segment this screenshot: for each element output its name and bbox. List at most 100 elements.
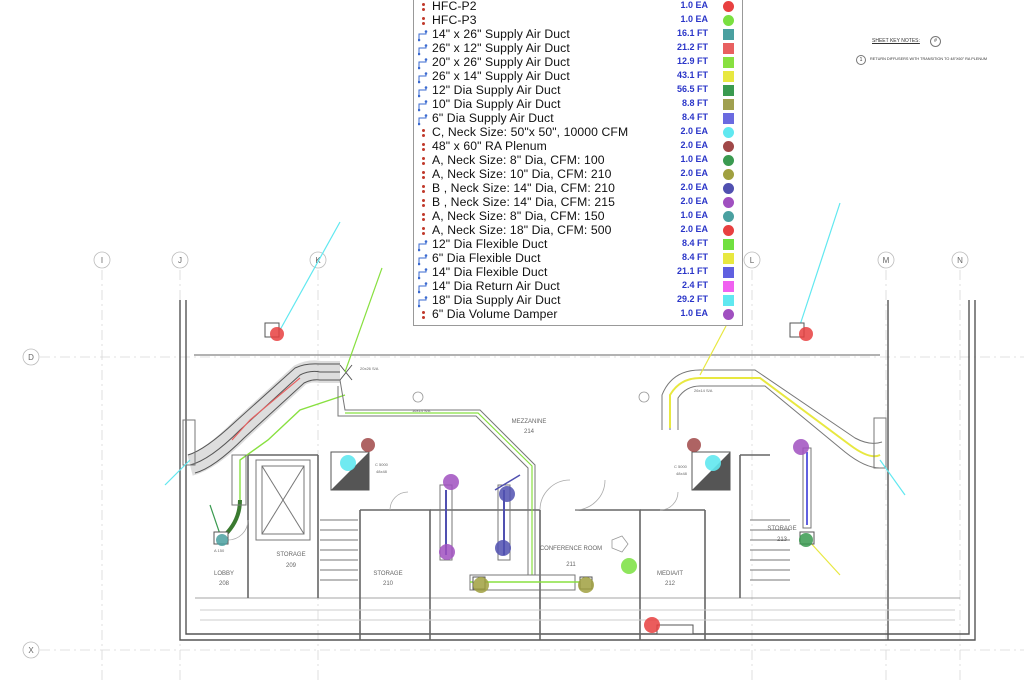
legend-row[interactable]: 10" Dia Supply Air Duct 8.8 FT — [414, 97, 744, 112]
legend-row[interactable]: A, Neck Size: 18" Dia, CFM: 500 2.0 EA — [414, 223, 744, 238]
legend-row[interactable]: 12" Dia Supply Air Duct 56.5 FT — [414, 83, 744, 98]
marker-hfc-p3 — [621, 558, 637, 574]
duct-run-green-left — [239, 394, 346, 500]
duct-run-red — [231, 377, 301, 441]
grid-bubble-n — [951, 251, 969, 269]
legend-row[interactable]: 26" x 14" Supply Air Duct 43.1 FT — [414, 69, 744, 84]
legend-row[interactable]: 6" Dia Volume Damper 1.0 EA — [414, 307, 744, 322]
legend-qty: 8.4 FT — [681, 238, 708, 248]
legend-qty: 8.8 FT — [681, 98, 708, 108]
legend-label: 6" Dia Supply Air Duct — [432, 111, 554, 125]
marker-a-8-dia-100 — [799, 533, 813, 547]
legend-row[interactable]: HFC-P3 1.0 EA — [414, 13, 744, 28]
leader-cyan-lower — [164, 459, 191, 486]
legend-row[interactable]: 18" Dia Supply Air Duct 29.2 FT — [414, 293, 744, 308]
legend-qty: 12.9 FT — [676, 56, 708, 66]
legend-label: 26" x 12" Supply Air Duct — [432, 41, 570, 55]
branch-line-blue — [494, 474, 521, 491]
legend-row[interactable]: 6" Dia Flexible Duct 8.4 FT — [414, 251, 744, 266]
point-icon — [418, 211, 428, 223]
polyline-icon — [417, 57, 428, 70]
legend-label: 12" Dia Supply Air Duct — [432, 83, 561, 97]
leader-cyan-left — [279, 221, 341, 331]
marker-ra-plenum-left — [361, 438, 375, 452]
legend-row[interactable]: A, Neck Size: 8" Dia, CFM: 150 1.0 EA — [414, 209, 744, 224]
plan-markers — [216, 327, 813, 633]
legend-row[interactable]: 20" x 26" Supply Air Duct 12.9 FT — [414, 55, 744, 70]
grid-label-i: I — [101, 256, 103, 265]
point-icon — [418, 141, 428, 153]
legend-label: 18" Dia Supply Air Duct — [432, 293, 561, 307]
legend-swatch — [723, 71, 734, 82]
marker-volume-damper — [793, 439, 809, 455]
legend-row[interactable]: A, Neck Size: 10" Dia, CFM: 210 2.0 EA — [414, 167, 744, 182]
room-num-storage-209: 209 — [286, 563, 297, 569]
polyline-icon — [417, 99, 428, 112]
legend-swatch — [723, 211, 734, 222]
room-num-mezzanine: 214 — [524, 429, 535, 435]
polyline-icon — [417, 239, 428, 252]
legend-row[interactable]: 14" Dia Flexible Duct 21.1 FT — [414, 265, 744, 280]
diffuser-size-c-right: 48x48 — [676, 471, 688, 476]
legend-qty: 21.1 FT — [676, 266, 708, 276]
legend-swatch — [723, 267, 734, 278]
legend-swatch — [723, 295, 734, 306]
legend-row[interactable]: 14" x 26" Supply Air Duct 16.1 FT — [414, 27, 744, 42]
point-icon — [418, 15, 428, 27]
legend-qty: 2.0 EA — [680, 126, 708, 136]
legend-swatch — [723, 225, 734, 236]
legend-row[interactable]: C, Neck Size: 50"x 50", 10000 CFM 2.0 EA — [414, 125, 744, 140]
point-icon — [418, 225, 428, 237]
grid-label-j: J — [178, 256, 182, 265]
legend-row[interactable]: B , Neck Size: 14" Dia, CFM: 215 2.0 EA — [414, 195, 744, 210]
legend-label: 14" Dia Flexible Duct — [432, 265, 548, 279]
legend-qty: 2.4 FT — [681, 280, 708, 290]
grid-label-d: D — [28, 353, 34, 362]
grid-bubble-j — [171, 251, 189, 269]
legend-qty: 16.1 FT — [676, 28, 708, 38]
point-icon — [418, 197, 428, 209]
legend-label: A, Neck Size: 8" Dia, CFM: 150 — [432, 209, 605, 223]
grid-label-n: N — [957, 256, 963, 265]
legend-label: 14" Dia Return Air Duct — [432, 279, 560, 293]
legend-qty: 2.0 EA — [680, 168, 708, 178]
legend-swatch — [723, 169, 734, 180]
legend-row[interactable]: HFC-P2 1.0 EA — [414, 0, 744, 14]
legend-qty: 1.0 EA — [680, 14, 708, 24]
marker-hfc-p2-right — [799, 327, 813, 341]
room-name-storage-210: STORAGE — [373, 571, 402, 577]
room-name-mediait: MEDIA/IT — [657, 571, 683, 577]
legend-row[interactable]: B , Neck Size: 14" Dia, CFM: 210 2.0 EA — [414, 181, 744, 196]
note-text: RETURN DIFFUSERS WITH TRANSITION TO 48"X… — [870, 57, 988, 61]
legend-label: 14" x 26" Supply Air Duct — [432, 27, 570, 41]
legend-row[interactable]: 26" x 12" Supply Air Duct 21.2 FT — [414, 41, 744, 56]
marker-b-left-top — [443, 474, 459, 490]
polyline-icon — [417, 113, 428, 126]
polyline-icon — [417, 295, 428, 308]
room-name-storage-209: STORAGE — [276, 552, 305, 558]
leader-yellow-lower — [807, 539, 841, 576]
legend-swatch — [723, 113, 734, 124]
grid-label-l: L — [750, 256, 755, 265]
diffuser-tag-a: A 150 — [214, 548, 225, 553]
legend-label: A, Neck Size: 10" Dia, CFM: 210 — [432, 167, 612, 181]
legend-row[interactable]: 14" Dia Return Air Duct 2.4 FT — [414, 279, 744, 294]
legend-row[interactable]: 6" Dia Supply Air Duct 8.4 FT — [414, 111, 744, 126]
legend-label: 12" Dia Flexible Duct — [432, 237, 548, 251]
polyline-icon — [417, 71, 428, 84]
legend-row[interactable]: A, Neck Size: 8" Dia, CFM: 100 1.0 EA — [414, 153, 744, 168]
grid-bubble-k — [309, 251, 327, 269]
legend-label: 20" x 26" Supply Air Duct — [432, 55, 570, 69]
legend-swatch — [723, 253, 734, 264]
diffuser-size-c-left: 48x48 — [376, 469, 388, 474]
legend-label: B , Neck Size: 14" Dia, CFM: 210 — [432, 181, 615, 195]
legend-swatch — [723, 281, 734, 292]
legend-label: 48" x 60" RA Plenum — [432, 139, 547, 153]
legend-row[interactable]: 48" x 60" RA Plenum 2.0 EA — [414, 139, 744, 154]
legend-qty: 43.1 FT — [676, 70, 708, 80]
point-icon — [418, 169, 428, 181]
legend-qty: 2.0 EA — [680, 196, 708, 206]
svg-text:20x26 S/A: 20x26 S/A — [360, 366, 379, 371]
legend-row[interactable]: 12" Dia Flexible Duct 8.4 FT — [414, 237, 744, 252]
